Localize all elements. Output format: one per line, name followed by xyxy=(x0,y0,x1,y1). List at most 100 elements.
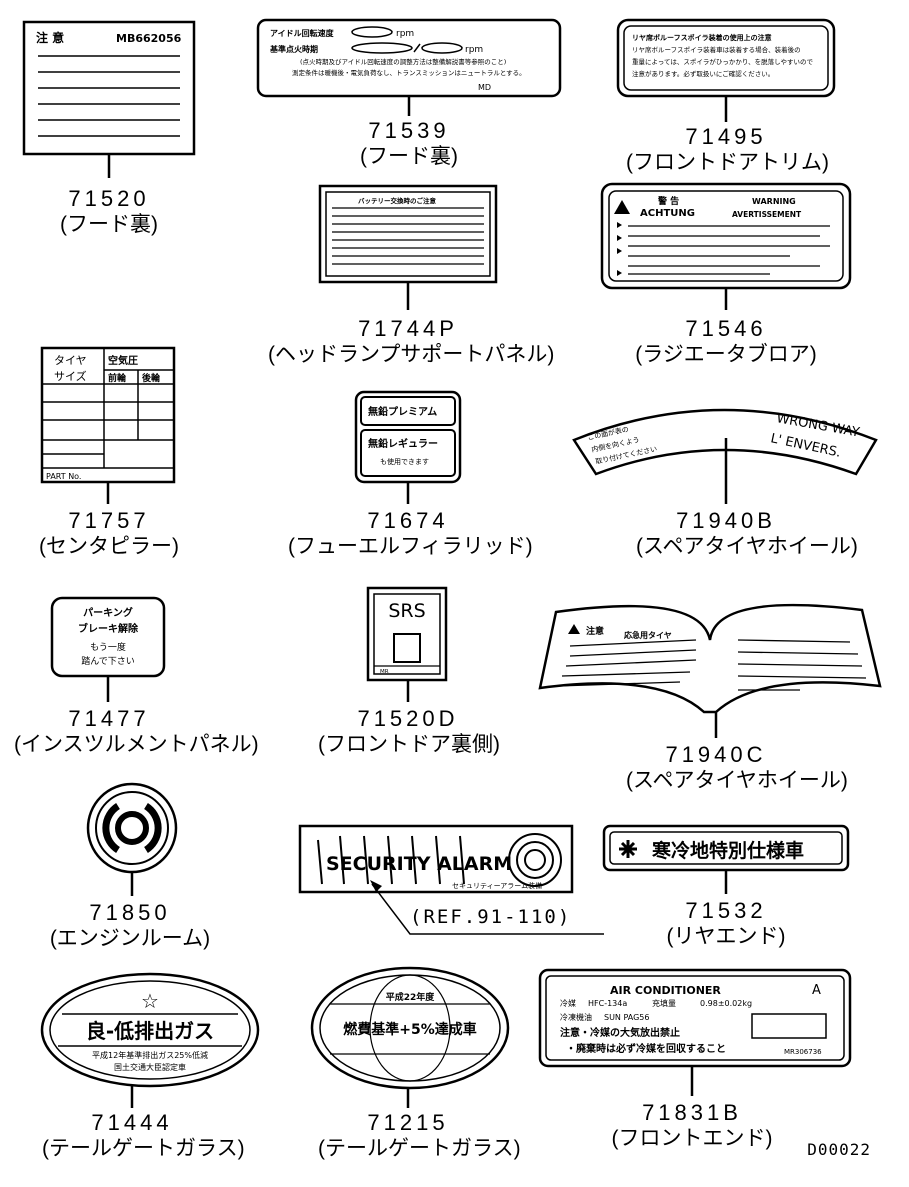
part-71532: 71532 (リヤエンド) xyxy=(636,898,816,950)
part-71940C: 71940C (スペアタイヤホイール) xyxy=(626,742,848,794)
l71757-h4: 後輪 xyxy=(142,372,161,384)
part-location: (ラジエータブロア) xyxy=(635,343,817,366)
label-71674: 無鉛プレミアム 無鉛レギュラー も使用できます xyxy=(354,390,462,504)
l71831B-r2b: SUN PAG56 xyxy=(604,1013,649,1022)
security-sub: セキュリティーアラーム装備 xyxy=(452,881,542,890)
part-number: 71674 xyxy=(367,508,449,533)
part-number: 71850 xyxy=(89,900,171,925)
label-71444: ☆ 良-低排出ガス 平成12年基準排出ガス25%低減 国土交通大臣認定車 xyxy=(40,972,260,1108)
part-location: (インスツルメントパネル) xyxy=(14,733,259,756)
l71520-code: MB662056 xyxy=(116,32,182,45)
security-main: SECURITY ALARM xyxy=(326,853,512,875)
l71495-line3: 重量によっては、スポイラがひっかかり、を脱落しやすいので xyxy=(632,57,814,66)
part-number: 71546 xyxy=(685,316,767,341)
l71532-text: 寒冷地特別仕様車 xyxy=(652,839,804,862)
label-71215: 平成22年度 燃費基準+5%達成車 xyxy=(310,966,510,1108)
l71495-line4: 注意があります。必ず取扱いにご確認ください。 xyxy=(632,69,774,78)
l71539-note1: (点火時期及びアイドル回転速度の調整方法は整備解説書等参照のこと) xyxy=(300,57,506,66)
part-number: 71520D xyxy=(357,706,459,731)
l71757-h1: タイヤ xyxy=(54,354,87,367)
part-location: (センタピラー) xyxy=(39,535,179,558)
part-number: 71444 xyxy=(91,1110,173,1135)
l71744P-title: バッテリー交換時のご注意 xyxy=(358,196,437,205)
part-location: (リヤエンド) xyxy=(666,925,786,948)
l71539-line2: 基準点火時期 xyxy=(269,44,318,54)
reference-note: (REF.91-110) xyxy=(410,906,572,928)
l71539-line1: アイドル回転速度 xyxy=(270,28,335,38)
l71477-line4: 踏んで下さい xyxy=(81,655,135,667)
l71831B-mark: A xyxy=(812,983,821,998)
l71757-h3: 前輪 xyxy=(108,372,127,384)
l71831B-r1c: 充填量 xyxy=(652,998,676,1008)
part-location: (フード裏) xyxy=(60,213,158,236)
label-71744P: バッテリー交換時のご注意 xyxy=(318,184,498,310)
l71444-sub1: 平成12年基準排出ガス25%低減 xyxy=(92,1050,208,1060)
part-location: (フロントドア裏側) xyxy=(318,733,500,756)
part-71539: 71539 (フード裏) xyxy=(330,118,488,170)
part-number: 71477 xyxy=(68,706,150,731)
l71495-line1: リヤ席ボルーフスポイラ装着の使用上の注意 xyxy=(632,33,772,42)
l71215-top: 平成22年度 xyxy=(386,991,436,1003)
l71477-line2: ブレーキ解除 xyxy=(78,622,139,635)
label-71850 xyxy=(86,782,178,896)
l71546-warn-de: ACHTUNG xyxy=(640,208,695,219)
part-number: 71539 xyxy=(368,118,450,143)
part-71444: 71444 (テールゲートガラス) xyxy=(42,1110,245,1162)
part-location: (フューエルフィラリッド) xyxy=(288,535,533,558)
part-71215: 71215 (テールゲートガラス) xyxy=(318,1110,521,1162)
part-71850: 71850 (エンジンルーム) xyxy=(40,900,220,952)
l71539-unit2: rpm xyxy=(465,45,483,55)
l71546-warn-jp: 警 告 xyxy=(658,195,679,207)
part-number: 71757 xyxy=(68,508,150,533)
l71520-title: 注 意 xyxy=(36,30,64,45)
part-location: (スペアタイヤホイール) xyxy=(636,535,858,558)
part-number: 71495 xyxy=(685,124,767,149)
l71831B-r1b: HFC-134a xyxy=(588,999,627,1008)
part-number: 71520 xyxy=(68,186,150,211)
part-number: 71215 xyxy=(367,1110,449,1135)
label-71520: 注 意 MB662056 xyxy=(22,20,196,178)
l71940C-title: 注意 xyxy=(586,625,604,637)
part-71744P: 71744P (ヘッドランプサポートパネル) xyxy=(268,316,555,368)
label-71546: 警 告 ACHTUNG WARNING AVERTISSEMENT xyxy=(600,182,852,310)
part-location: (フロントドアトリム) xyxy=(626,151,829,174)
l71674-bottom: 無鉛レギュラー xyxy=(368,437,438,450)
part-71546: 71546 (ラジエータブロア) xyxy=(626,316,826,368)
part-location: (ヘッドランプサポートパネル) xyxy=(268,343,555,366)
label-71495: リヤ席ボルーフスポイラ装着の使用上の注意 リヤ席ボルーフスポイラ装着車は装着する… xyxy=(616,18,836,122)
l71444-main: 良-低排出ガス xyxy=(86,1019,214,1043)
label-71831B: AIR CONDITIONER A 冷媒 HFC-134a 充填量 0.98±0… xyxy=(538,968,852,1096)
diagram-code: D00022 xyxy=(807,1140,871,1159)
part-71495: 71495 (フロントドアトリム) xyxy=(626,124,829,176)
l71757-footer: PART No. xyxy=(46,472,81,481)
l71539-note2: 測定条件は暖機後・電気負荷なし、トランスミッションはニュートラルとする。 xyxy=(292,68,526,77)
part-71831B: 71831B (フロントエンド) xyxy=(602,1100,782,1152)
part-location: (フロントエンド) xyxy=(611,1127,773,1150)
part-number: 71831B xyxy=(642,1100,742,1125)
l71831B-r4: ・廃棄時は必ず冷媒を回収すること xyxy=(566,1042,726,1055)
l71674-bottom-sub: も使用できます xyxy=(380,457,429,466)
part-number: 71744P xyxy=(358,316,458,341)
l71940C-sub: 応急用タイヤ xyxy=(624,630,672,640)
l71757-h1b: サイズ xyxy=(54,369,87,383)
part-71940B: 71940B (スペアタイヤホイール) xyxy=(636,508,858,560)
l71757-h2: 空気圧 xyxy=(108,354,138,367)
l71546-warn-en: WARNING xyxy=(752,197,796,206)
label-71539: アイドル回転速度 基準点火時期 rpm rpm (点火時期及びアイドル回転速度の… xyxy=(256,18,562,116)
l71444-sub2: 国土交通大臣認定車 xyxy=(114,1062,186,1072)
l71215-main: 燃費基準+5%達成車 xyxy=(343,1021,477,1038)
label-71477: パーキング ブレーキ解除 もう一度 踏んで下さい xyxy=(50,596,166,702)
l71674-top: 無鉛プレミアム xyxy=(368,405,437,418)
l71831B-title: AIR CONDITIONER xyxy=(610,984,721,997)
part-71477: 71477 (インスツルメントパネル) xyxy=(14,706,259,758)
label-71532: 寒冷地特別仕様車 xyxy=(602,824,850,894)
part-number: 71940B xyxy=(676,508,776,533)
l71539-unit1: rpm xyxy=(396,29,414,39)
part-number: 71532 xyxy=(685,898,767,923)
part-location: (スペアタイヤホイール) xyxy=(626,769,848,792)
l71546-warn-fr: AVERTISSEMENT xyxy=(732,210,802,219)
label-71940B: WRONG WAY L' ENVERS. この面が表の 内側を向くよう 取り付け… xyxy=(572,408,878,504)
part-location: (テールゲートガラス) xyxy=(318,1137,521,1160)
l71831B-code: MR306736 xyxy=(784,1048,822,1056)
